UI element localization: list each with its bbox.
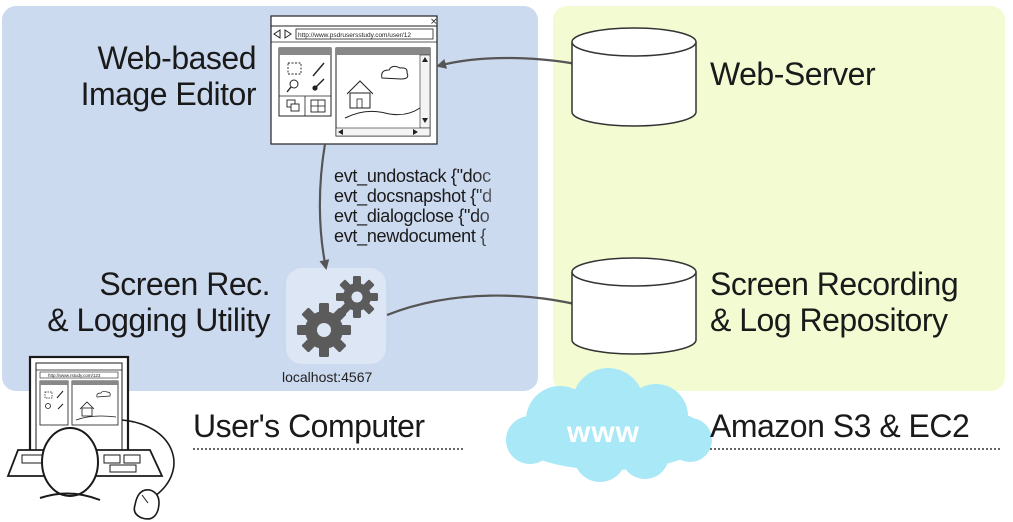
event-log-list: evt_undostack {"doc evt_docsnapshot {"d … (334, 166, 520, 248)
event-log-item: evt_newdocument { (334, 226, 487, 246)
image-editor-label: Web-based Image Editor (80, 40, 257, 112)
mouse-icon (133, 488, 160, 520)
logging-utility-label: Screen Rec. & Logging Utility (47, 266, 270, 338)
computer-url-text: http://www.rstudy.com/123 (48, 373, 101, 378)
cloud-www-label: www (567, 416, 641, 449)
cloud-icon (506, 368, 712, 482)
user-at-computer-icon: http://www.rstudy.com/123 (6, 355, 175, 520)
users-computer-caption: User's Computer (193, 410, 463, 450)
utility-to-repository-arrow (386, 294, 600, 317)
editor-url-text: http://www.psdrusersstudy.com/user/12 (298, 32, 411, 39)
event-log-item: evt_dialogclose {"do (334, 206, 490, 226)
localhost-label: localhost:4567 (282, 369, 373, 385)
repository-label: Screen Recording & Log Repository (710, 266, 959, 338)
database-cylinder-icon (571, 27, 697, 127)
users-computer-panel (2, 6, 538, 391)
event-log-item: evt_undostack {"doc (334, 166, 491, 186)
editor-to-utility-arrow (318, 143, 330, 270)
event-log-item: evt_docsnapshot {"d (334, 186, 492, 206)
browser-window-icon: × http://www.psdrusersstudy.com/user/12 (270, 15, 438, 145)
amazon-caption: Amazon S3 & EC2 (710, 410, 1000, 450)
svg-text:×: × (430, 17, 438, 27)
web-server-label: Web-Server (710, 56, 876, 92)
database-cylinder-icon (571, 257, 697, 355)
gear-icon (297, 276, 378, 357)
